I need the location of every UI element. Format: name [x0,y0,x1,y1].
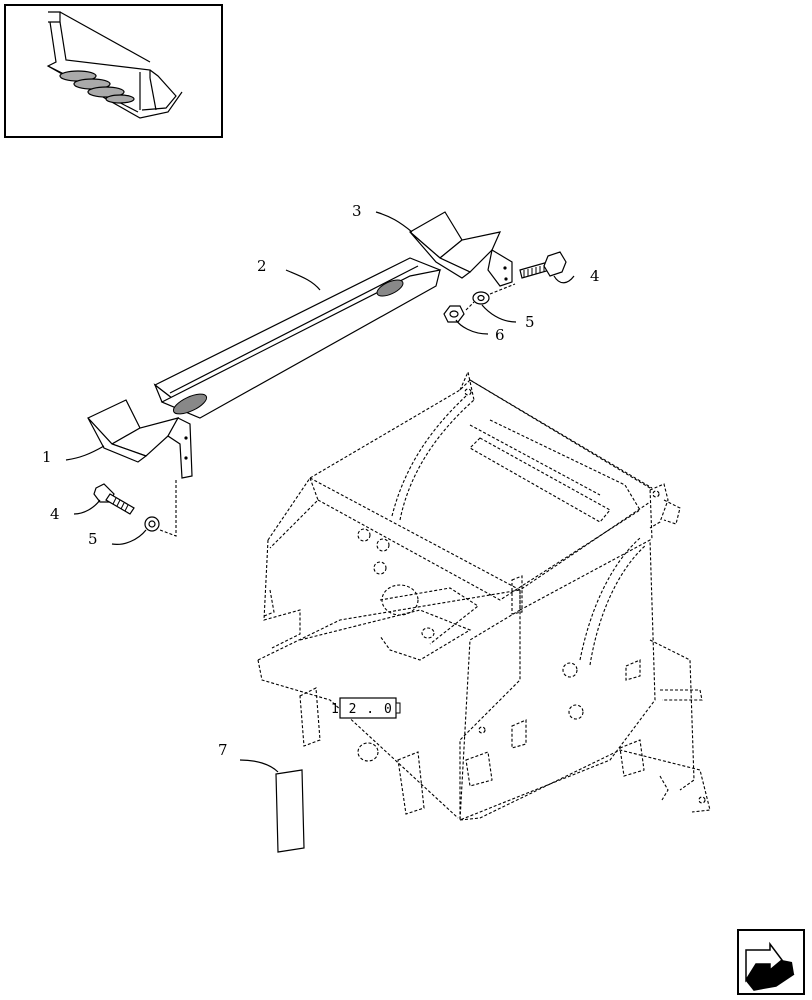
bolt-lower [93,483,135,515]
callout-3: 3 [352,202,362,220]
callout-5-lower: 5 [88,530,98,548]
next-page-arrow-icon [745,941,795,991]
nut [443,305,465,323]
callout-7: 7 [218,741,228,759]
section-reference-box[interactable]: 1 2 . 0 [331,697,401,719]
callout-2: 2 [257,257,267,275]
washer-lower [144,516,160,532]
overview-thumbnail[interactable] [4,4,223,138]
callout-1: 1 [42,448,52,466]
washer-upper [472,291,490,305]
section-reference-label: 1 2 . 0 [331,702,393,717]
callout-4-lower: 4 [50,505,60,523]
machine-overview-thumbnail-icon [46,11,183,119]
part-2-trough [153,257,442,419]
part-3-bracket [408,211,513,287]
callout-6: 6 [495,326,505,344]
part-7-decal [275,769,305,853]
machine-frame [257,370,711,821]
leader-lines [65,211,575,773]
next-page-button[interactable] [737,929,805,995]
bolt-upper [519,251,567,279]
callout-5-upper: 5 [525,313,535,331]
part-1-bracket [87,399,193,479]
callout-4-upper: 4 [590,267,600,285]
